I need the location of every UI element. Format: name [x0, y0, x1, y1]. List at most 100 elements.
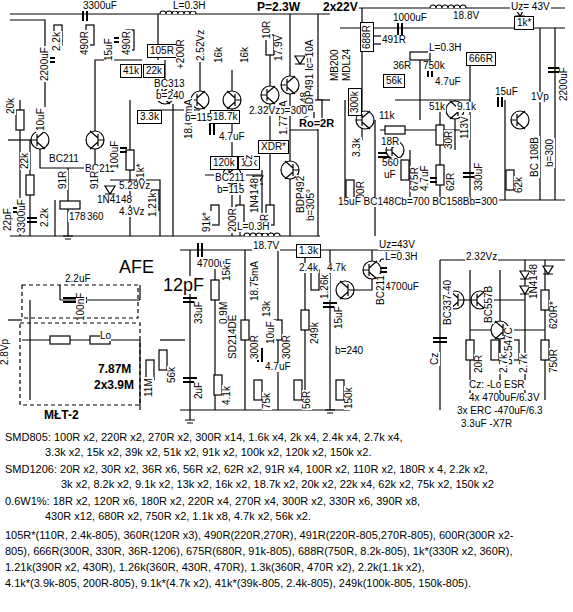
component-value: 15k: [222, 264, 232, 282]
component-value: 18.8V: [452, 11, 480, 21]
component-value: 3300uF: [82, 1, 118, 11]
component-value: 1N4148: [96, 195, 133, 205]
component-value: BC211: [48, 154, 80, 164]
wire: [29, 300, 30, 400]
component-value: 2x22V: [322, 1, 359, 13]
wire: [440, 259, 565, 260]
component-value: 10R: [262, 20, 272, 40]
component-value: 2.2k: [52, 31, 62, 52]
component-value: 1.77mA: [279, 100, 289, 136]
component-value: BC313: [153, 79, 186, 89]
wire: [95, 60, 142, 131]
wire: [231, 70, 232, 91]
node-text: 3.3k: [140, 112, 159, 122]
component-value: 1000uF: [392, 13, 428, 23]
component-value: 15uF BC148Cb=700 BC158Bb=300: [337, 197, 499, 207]
component-value: 75k: [262, 392, 272, 410]
transistor-symbol: [511, 111, 529, 129]
resistor-box: 300k: [348, 88, 362, 116]
component-value: 2.4k: [298, 263, 319, 273]
component-value: 1.21k: [148, 192, 158, 218]
wire: [60, 299, 140, 300]
component-value: 150k: [344, 386, 354, 410]
resistor-symbol: [506, 170, 514, 190]
component-value: 2.32Vz: [248, 106, 281, 116]
resistor-symbol: [385, 126, 405, 134]
transistor-symbol: [261, 86, 279, 104]
component-value: 15uF: [494, 87, 519, 97]
component-value: b=300: [545, 138, 555, 168]
wire: [419, 60, 420, 120]
component-value: 4.7k: [326, 263, 347, 273]
component-value: 2.7k: [499, 353, 509, 374]
transistor-leads: [363, 261, 377, 279]
resistor-box: 688R: [360, 22, 374, 52]
wire: [554, 28, 555, 200]
resistor-symbol: [436, 125, 444, 145]
component-value: 22pF: [3, 207, 13, 232]
ground-symbol: [63, 236, 73, 239]
component-value: AFE: [118, 258, 155, 276]
node-text: 1.3k: [299, 246, 318, 256]
component-value: 675R: [410, 166, 420, 192]
resistor-symbol: [401, 160, 409, 180]
component-value: b=305°: [306, 188, 316, 222]
component-value: 4.7uF: [434, 77, 462, 87]
component-value: 4.1k: [222, 385, 232, 406]
component-value: b=240: [334, 346, 364, 356]
node-text: 2x3.9M: [94, 379, 134, 391]
ground-symbol: [185, 420, 195, 423]
resistor-symbol: [491, 340, 499, 360]
resistor-symbol: [410, 52, 430, 60]
node-text: 7.87M: [98, 363, 131, 375]
wire: [289, 130, 290, 161]
parts-list-line: 1.21k(390R x2, 430R), 1.26k(360R, 430R, …: [4, 562, 425, 573]
wire: [20, 323, 140, 405]
wire: [289, 14, 290, 76]
component-value: L=0.3H: [236, 222, 271, 232]
resistor-symbol: [211, 205, 219, 225]
component-value: BDP491 Ic=10A: [305, 39, 315, 112]
component-value: b=300: [278, 106, 308, 116]
resistor-box: 41k: [120, 64, 142, 78]
component-value: Uz= 43V: [510, 2, 551, 12]
node-text: 666R: [469, 54, 493, 64]
transistor-leads: [471, 291, 485, 309]
transistor-symbol: [86, 131, 104, 149]
component-value: 4.7uF: [218, 132, 246, 142]
component-value: 20k: [6, 97, 16, 115]
component-value: 11M: [144, 377, 154, 398]
resistor-symbol: [16, 110, 24, 130]
node-text: XDR*: [261, 142, 286, 152]
component-value: 4x 4700uF/6.3V: [468, 393, 541, 403]
component-value: 91k*: [202, 211, 212, 233]
component-value: 10uF: [266, 320, 276, 345]
parts-list-line: SMD805: 100R x2, 220R x2, 270R x2, 300R …: [4, 432, 403, 443]
resistor-symbol: [301, 310, 309, 330]
ground-symbol: [325, 410, 335, 413]
component-value: 750k: [422, 61, 446, 71]
component-value: 178: [68, 212, 87, 222]
component-value: 4.3Vz: [118, 207, 146, 217]
transistor-leads: [281, 76, 295, 94]
component-value: 300R: [250, 334, 260, 360]
resistor-symbol: [50, 336, 70, 344]
transistor-leads: [90, 131, 104, 149]
resistor-box: 56k: [383, 74, 405, 88]
wire: [110, 180, 160, 236]
resistor-box: 1k*: [514, 16, 534, 30]
component-value: 10uF: [36, 107, 46, 132]
node-text: Lo: [100, 331, 111, 341]
component-value: 15uF: [334, 305, 344, 330]
component-value: 3.3k: [352, 137, 362, 158]
node-text: 300k: [350, 91, 360, 113]
component-value: b=115: [184, 113, 213, 123]
parts-list-line: 3k x2, 8.2k x2, 9.1k x2, 13k x2, 16k x2,…: [60, 479, 495, 490]
transistor-leads: [31, 131, 45, 149]
component-value: 2.2uF: [64, 274, 92, 284]
component-value: 18.7V: [252, 241, 280, 251]
dashed-region: Lo7.87M2x3.9MMŁT-2: [20, 323, 140, 405]
diode-symbol: [543, 266, 553, 274]
component-value: 2.8Vp: [0, 338, 10, 366]
component-value: 16k: [240, 46, 250, 64]
